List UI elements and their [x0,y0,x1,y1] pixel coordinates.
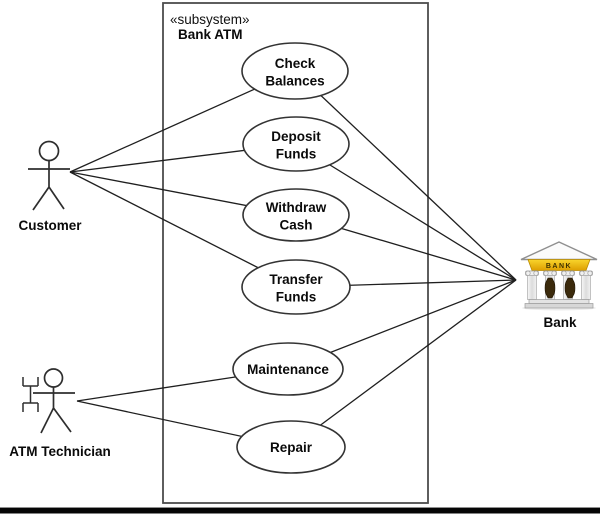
bank-pediment-text: BANK [546,263,572,270]
use-case-label-line2: Funds [276,290,317,305]
use-case-transfer-funds: Transfer Funds [241,259,351,315]
bank-column-capitals [525,270,593,276]
actor-customer: Customer [18,140,82,233]
use-case-label-line1: Check [275,56,316,71]
actor-customer-label: Customer [18,218,82,233]
association-bank-deposit-funds [295,143,517,281]
bank-step-upper [528,299,590,304]
subsystem-name: Bank ATM [178,27,243,42]
bank-pediment [527,259,591,271]
use-case-ellipse [236,420,346,474]
use-case-label: Maintenance [247,362,329,377]
bottom-border-bar [0,507,600,514]
use-case-label-line1: Withdraw [266,200,327,215]
association-bank-check-balances [294,70,517,281]
actor-atm-technician-label: ATM Technician [9,444,111,459]
use-case-ellipse [232,342,344,396]
bank-building-icon: BANK [520,241,598,311]
actor-bank-label: Bank [543,315,577,330]
use-case-label-line1: Transfer [269,272,323,287]
use-case-check-balances: Check Balances [241,42,349,100]
use-case-repair: Repair [236,420,346,474]
bottom-bar [0,508,600,514]
use-case-withdraw-cash: Withdraw Cash [242,188,350,242]
use-case-label-line2: Funds [276,147,317,162]
customer-head-icon [38,140,60,162]
bottom-bar-highlight [0,507,600,508]
actor-bank: BANK [520,241,598,330]
use-case-ellipse [242,116,350,172]
bank-vases [544,277,576,299]
use-case-maintenance: Maintenance [232,342,344,396]
use-case-ellipse [242,188,350,242]
use-case-label-line2: Balances [265,74,324,89]
actor-atm-technician: ATM Technician [9,368,111,459]
technician-tool-icon [22,377,39,412]
use-case-label: Repair [270,440,313,455]
use-case-label-line1: Deposit [271,129,321,144]
subsystem-stereotype: «subsystem» [170,12,250,27]
bank-step-lower [524,303,594,309]
technician-body-icon [33,387,75,434]
use-case-ellipse [241,42,349,100]
association-bank-repair [290,279,517,448]
technician-head-icon [43,368,64,388]
customer-body-icon [28,160,70,211]
use-case-ellipse [241,259,351,315]
use-case-deposit-funds: Deposit Funds [242,116,350,172]
use-case-label-line2: Cash [279,218,312,233]
